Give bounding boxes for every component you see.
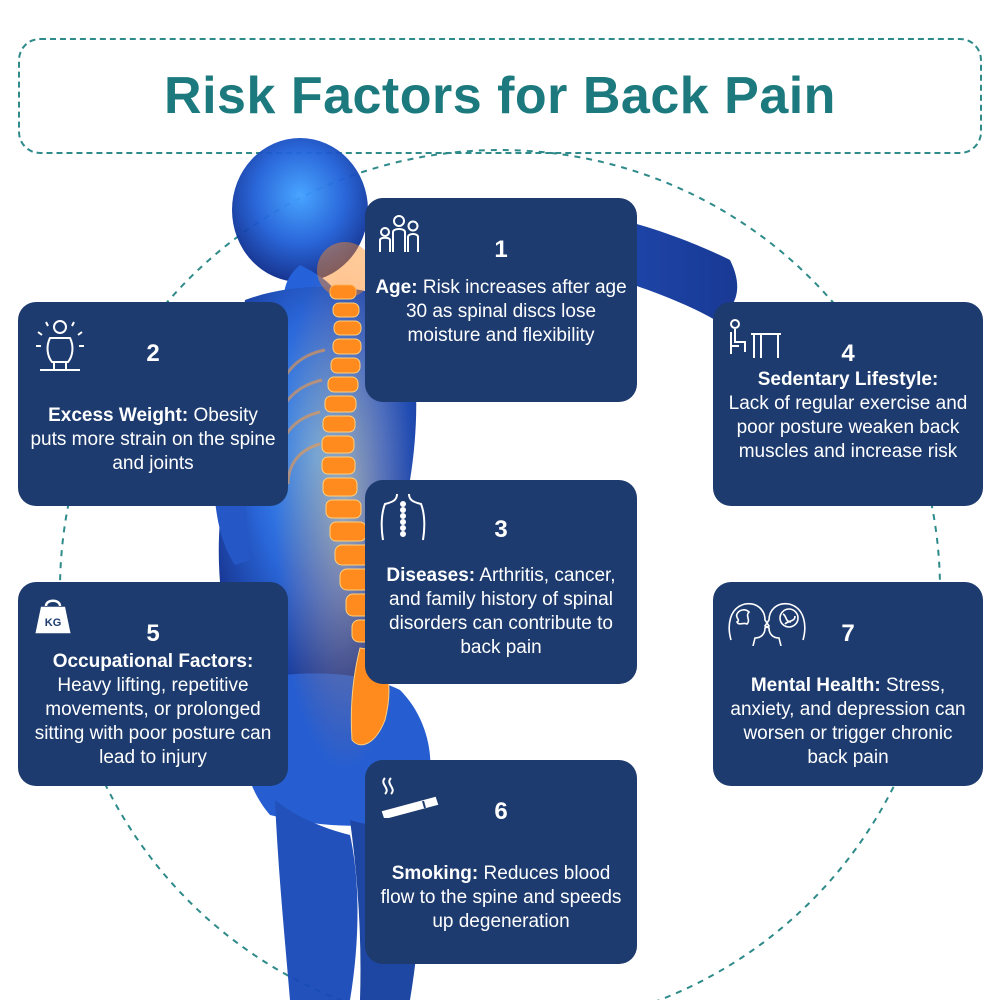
kettlebell-kg-icon: KG	[32, 594, 74, 636]
factor-description: Mental Health: Stress, anxiety, and depr…	[723, 674, 973, 770]
factor-description: Age: Risk increases after age 30 as spin…	[375, 276, 627, 348]
factor-text: Reduces blood flow to the spine and spee…	[380, 863, 622, 932]
factor-description: Smoking: Reduces blood flow to the spine…	[375, 862, 627, 934]
factor-card-excess-weight: 2 Excess Weight: Obesity puts more strai…	[18, 302, 288, 506]
factor-number: 5	[146, 620, 160, 647]
factor-label: Sedentary Lifestyle:	[757, 369, 939, 390]
factor-text: Stress, anxiety, and depression can wors…	[730, 675, 966, 768]
factor-label: Occupational Factors:	[52, 651, 254, 672]
factor-description: Excess Weight: Obesity puts more strain …	[28, 404, 278, 476]
factor-card-age: 1 Age: Risk increases after age 30 as sp…	[365, 198, 637, 402]
brain-heads-icon	[725, 596, 809, 646]
factor-card-sedentary-lifestyle: 4 Sedentary Lifestyle: Lack of regular e…	[713, 302, 983, 506]
factor-card-mental-health: 7 Mental Health: Stress, anxiety, and de…	[713, 582, 983, 786]
obese-person-icon	[32, 316, 88, 372]
factor-label: Diseases:	[386, 565, 476, 586]
factor-text: Obesity puts more strain on the spine an…	[30, 405, 276, 474]
factor-card-diseases: 3 Diseases: Arthritis, cancer, and famil…	[365, 480, 637, 684]
factor-label: Smoking:	[391, 863, 479, 884]
cigarette-icon	[377, 774, 441, 818]
factor-description: Sedentary Lifestyle: Lack of regular exe…	[723, 368, 973, 464]
factor-card-smoking: 6 Smoking: Reduces blood flow to the spi…	[365, 760, 637, 964]
factor-label: Mental Health:	[750, 675, 881, 696]
kettlebell-label: KG	[45, 617, 62, 629]
factor-label: Age:	[375, 277, 418, 298]
factor-text: Risk increases after age 30 as spinal di…	[405, 277, 627, 346]
factor-number: 1	[494, 236, 508, 263]
factor-number: 3	[494, 516, 508, 543]
factor-text: Arthritis, cancer, and family history of…	[389, 565, 616, 658]
back-spine-icon	[377, 490, 429, 542]
page-title: Risk Factors for Back Pain	[164, 67, 836, 125]
factor-description: Occupational Factors: Heavy lifting, rep…	[28, 650, 278, 770]
desk-sitting-icon	[725, 318, 783, 360]
factor-number: 2	[146, 340, 160, 367]
factor-label: Excess Weight:	[48, 405, 189, 426]
factor-card-occupational-factors: KG 5 Occupational Factors: Heavy lifting…	[18, 582, 288, 786]
factor-description: Diseases: Arthritis, cancer, and family …	[375, 564, 627, 660]
factor-number: 4	[841, 340, 855, 367]
factor-text: Lack of regular exercise and poor postur…	[728, 393, 968, 462]
factor-number: 6	[494, 798, 508, 825]
title-box: Risk Factors for Back Pain	[18, 38, 982, 154]
family-icon	[377, 212, 421, 254]
factor-number: 7	[841, 620, 855, 647]
factor-text: Heavy lifting, repetitive movements, or …	[34, 675, 272, 768]
